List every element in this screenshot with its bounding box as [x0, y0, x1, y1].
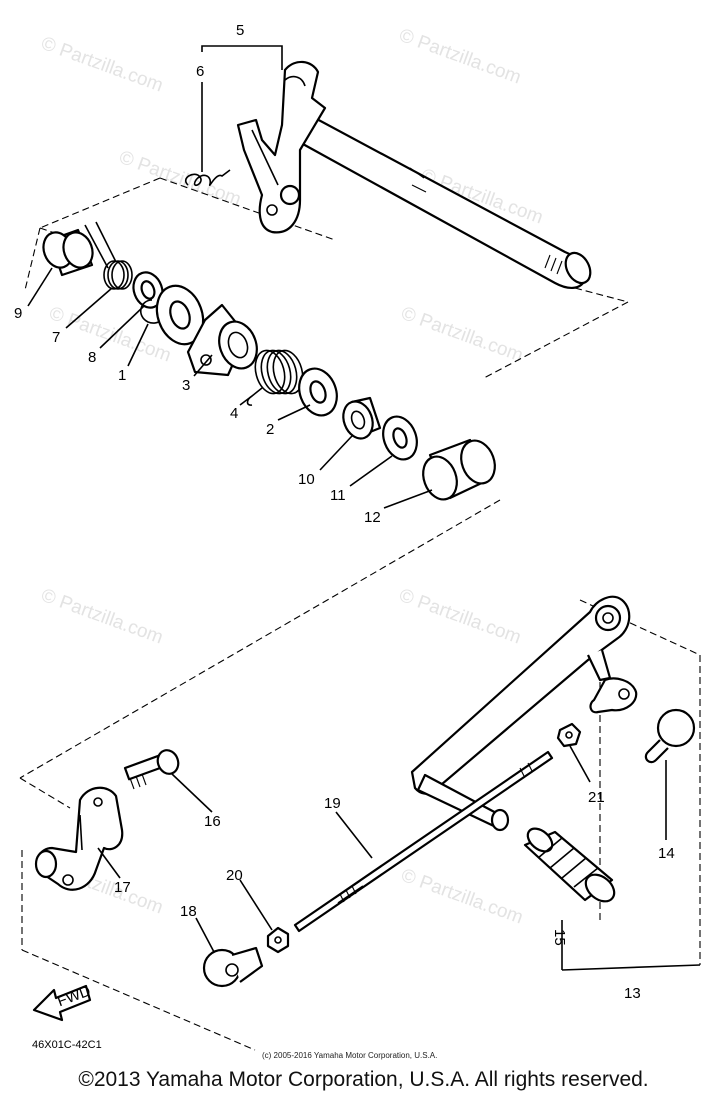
- leader-lines: [27, 45, 701, 971]
- callout-2: 2: [266, 421, 274, 438]
- nut-20: [266, 926, 290, 954]
- callout-12: 12: [364, 509, 381, 526]
- callout-13: 13: [624, 985, 641, 1002]
- callout-10: 10: [298, 471, 315, 488]
- shift-arm-17: [34, 786, 124, 891]
- callout-21: 21: [588, 789, 605, 806]
- callout-11: 11: [330, 487, 346, 504]
- small-spring: [184, 169, 231, 187]
- image-copyright: (c) 2005-2016 Yamaha Motor Corporation, …: [262, 1051, 437, 1060]
- shift-lever-boss: [186, 303, 258, 377]
- callout-4: 4: [230, 405, 238, 422]
- footer-copyright: ©2013 Yamaha Motor Corporation, U.S.A. A…: [78, 1068, 649, 1091]
- callout-6: 6: [196, 63, 204, 80]
- torsion-spring: [84, 221, 133, 290]
- watermark: © Partzilla.com: [398, 303, 525, 367]
- callout-18: 18: [180, 903, 197, 920]
- watermark: © Partzilla.com: [46, 303, 173, 367]
- watermark: © Partzilla.com: [38, 33, 165, 97]
- callout-15: 15: [551, 929, 568, 946]
- shift-pedal: [410, 595, 631, 832]
- ball-joint: [644, 708, 696, 764]
- shift-arm: [236, 60, 327, 234]
- washer-11: [382, 415, 418, 461]
- shift-rod: [293, 750, 554, 933]
- diagram-code: 46X01C-42C1: [32, 1039, 102, 1051]
- collar-12: [422, 438, 496, 501]
- pedal-rubber: [523, 827, 616, 903]
- callout-19: 19: [324, 795, 341, 812]
- callout-8: 8: [88, 349, 96, 366]
- washer-8: [132, 271, 164, 309]
- bushing-10: [342, 396, 382, 440]
- rod-end-upper: [589, 677, 638, 714]
- watermark: © Partzilla.com: [38, 585, 165, 649]
- watermark: © Partzilla.com: [396, 585, 523, 649]
- large-washer: [155, 284, 205, 346]
- callout-numbers: 5 6 9 7 8 1 3 4 2 10 11 12 21 14 16 19 1…: [14, 22, 675, 1002]
- callout-5: 5: [236, 22, 244, 39]
- callout-1: 1: [118, 367, 126, 384]
- washer-2: [298, 367, 338, 417]
- bolt-16: [123, 749, 180, 790]
- watermark: © Partzilla.com: [398, 865, 525, 929]
- callout-20: 20: [226, 867, 243, 884]
- callout-14: 14: [658, 845, 675, 862]
- nut-21: [556, 722, 582, 748]
- rod-end-18: [202, 946, 264, 988]
- watermark: © Partzilla.com: [396, 25, 523, 89]
- callout-3: 3: [182, 377, 190, 394]
- callout-17: 17: [114, 879, 131, 896]
- fwd-arrow: FWD: [32, 982, 93, 1022]
- shift-shaft: [290, 108, 592, 289]
- callout-16: 16: [204, 813, 221, 830]
- callout-9: 9: [14, 305, 22, 322]
- callout-7: 7: [52, 329, 60, 346]
- collar: [42, 228, 94, 277]
